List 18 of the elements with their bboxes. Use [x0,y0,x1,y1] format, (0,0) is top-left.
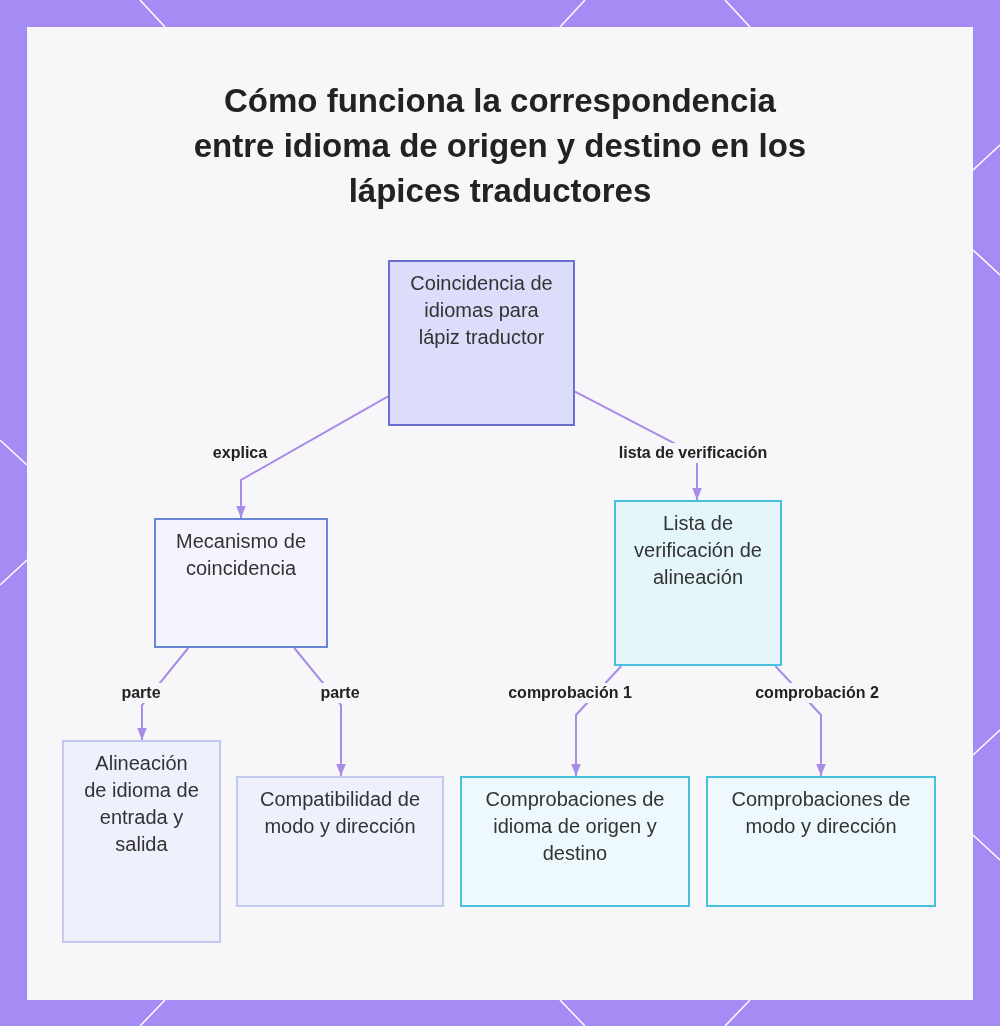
concept-box [614,500,782,666]
connector-arrow [236,395,389,519]
edge-label: comprobación 2 [752,683,882,703]
concept-box [62,740,221,943]
node-text: Comprobaciones de idioma de origen y destino [484,787,666,866]
concept-box [388,260,575,426]
concept-box [706,776,936,907]
edge-label: comprobación 1 [505,683,635,703]
node-text: Compatibilidad de modo y dirección [258,787,422,839]
title: Cómo funciona la correspondencia entre idioma de origen y destino en los lápices traductores [192,81,808,211]
concept-box [154,518,328,648]
node-text: Alineación de idioma de entrada y salida [83,751,200,857]
node-text: Comprobaciones de modo y dirección [730,787,912,839]
node-text: Coincidencia de idiomas para lápiz traductor [409,271,554,350]
node-text: Mecanismo de coincidencia [174,529,308,581]
node-text: Lista de verificación de alineación [634,511,762,590]
concept-box [460,776,690,907]
concept-box [236,776,444,907]
